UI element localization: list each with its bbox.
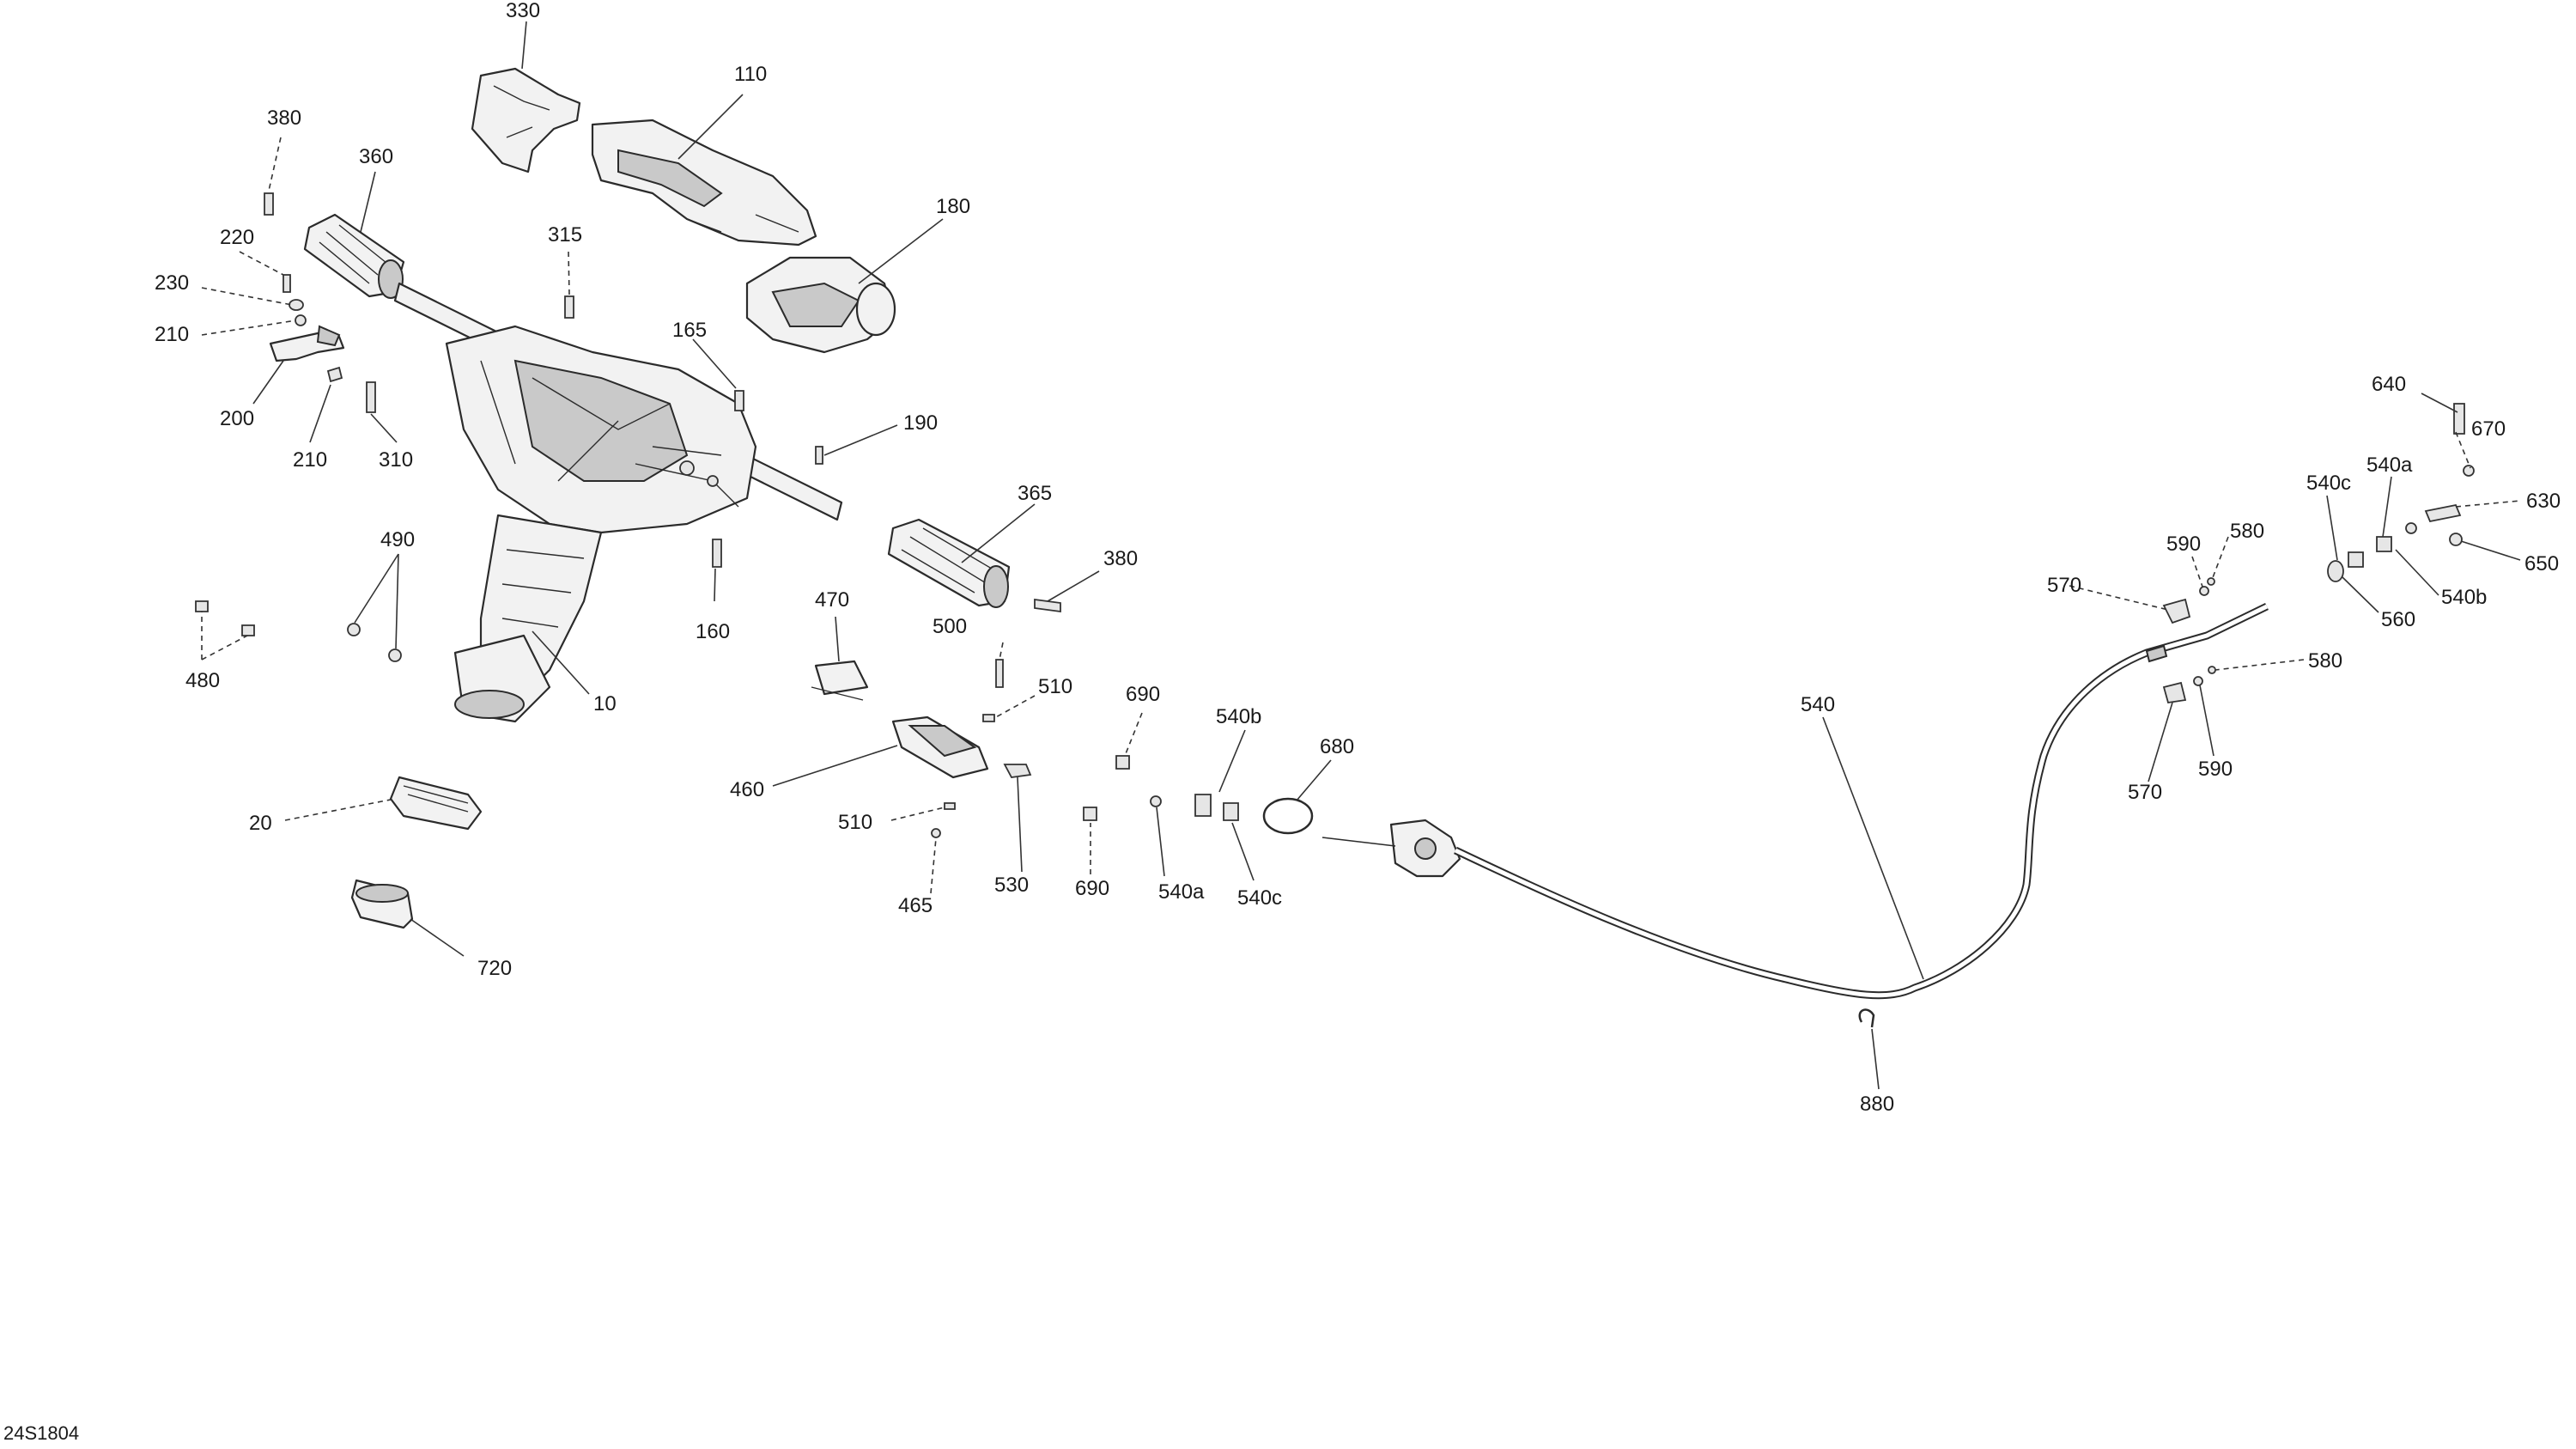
part-630-cable-end bbox=[2424, 503, 2462, 523]
callout-160: 160 bbox=[696, 620, 730, 643]
callout-580: 580 bbox=[2308, 649, 2342, 673]
part-180-handguard-front bbox=[745, 256, 896, 354]
callout-165: 165 bbox=[672, 319, 707, 342]
callout-540c: 540c bbox=[2306, 472, 2351, 495]
part-490-washers bbox=[347, 623, 402, 662]
part-720-ring bbox=[350, 879, 414, 929]
part-315-screw bbox=[564, 295, 574, 319]
part-570-bracket-a bbox=[2162, 598, 2191, 624]
part-530-lever bbox=[1003, 764, 1032, 778]
part-380-screw-b bbox=[1034, 598, 1061, 613]
callout-690: 690 bbox=[1075, 877, 1109, 900]
callout-540b: 540b bbox=[1216, 705, 1261, 728]
callout-10: 10 bbox=[593, 692, 617, 715]
callout-230: 230 bbox=[155, 271, 189, 295]
callout-570: 570 bbox=[2128, 781, 2162, 804]
part-880-clip bbox=[1858, 1008, 1875, 1028]
callout-315: 315 bbox=[548, 223, 582, 247]
callout-210: 210 bbox=[293, 448, 327, 472]
callout-380: 380 bbox=[267, 107, 301, 130]
part-365-grip-right bbox=[887, 518, 1011, 608]
part-360-grip-left bbox=[303, 213, 405, 299]
callout-580: 580 bbox=[2230, 520, 2264, 543]
part-110-handguard-right bbox=[591, 119, 817, 247]
part-380-screw-a bbox=[264, 192, 274, 216]
callout-360: 360 bbox=[359, 145, 393, 168]
callout-190: 190 bbox=[903, 411, 938, 435]
callout-650: 650 bbox=[2524, 552, 2559, 575]
callout-480: 480 bbox=[185, 669, 220, 692]
part-540-bushings-left bbox=[1150, 794, 1239, 821]
callout-880: 880 bbox=[1860, 1093, 1894, 1116]
part-470-bracket bbox=[811, 660, 869, 701]
callout-510: 510 bbox=[838, 811, 872, 834]
callout-590: 590 bbox=[2166, 533, 2201, 556]
part-680-oring bbox=[1262, 797, 1314, 835]
callout-570: 570 bbox=[2047, 574, 2081, 597]
part-670-nut bbox=[2463, 465, 2475, 477]
callout-180: 180 bbox=[936, 195, 970, 218]
part-540-throttle-cable bbox=[1321, 602, 2269, 1000]
callout-110: 110 bbox=[734, 63, 767, 86]
part-560-washer bbox=[2327, 560, 2344, 582]
part-210-clip-b bbox=[326, 366, 343, 383]
part-190-pin bbox=[815, 446, 823, 465]
callout-460: 460 bbox=[730, 778, 764, 801]
callout-500: 500 bbox=[933, 615, 967, 638]
callout-540c: 540c bbox=[1237, 886, 1282, 910]
part-330-handguard-left bbox=[471, 67, 581, 174]
part-200-lever bbox=[269, 325, 345, 362]
part-160-screw bbox=[712, 539, 722, 568]
callout-510: 510 bbox=[1038, 675, 1072, 698]
callout-labels: 330 110 380 360 180 315 220 230 210 165 … bbox=[155, 0, 2561, 1116]
part-480-screws bbox=[195, 600, 255, 636]
part-460-switch bbox=[891, 715, 989, 779]
callout-470: 470 bbox=[815, 588, 849, 612]
callout-210: 210 bbox=[155, 323, 189, 346]
callout-630: 630 bbox=[2526, 490, 2561, 513]
callout-540a: 540a bbox=[2366, 454, 2413, 477]
callout-530: 530 bbox=[994, 874, 1029, 897]
part-165-screw bbox=[734, 390, 744, 411]
part-650-nut bbox=[2449, 533, 2463, 546]
callout-380: 380 bbox=[1103, 547, 1138, 570]
callout-330: 330 bbox=[506, 0, 540, 22]
callout-680: 680 bbox=[1320, 735, 1354, 758]
callout-540: 540 bbox=[1801, 693, 1835, 716]
part-220-screw bbox=[283, 274, 291, 293]
part-20-ring bbox=[389, 776, 483, 831]
callout-640: 640 bbox=[2372, 373, 2406, 396]
leader-lines bbox=[201, 21, 2521, 1090]
callout-465: 465 bbox=[898, 894, 933, 917]
part-310-screw bbox=[366, 381, 376, 413]
callout-310: 310 bbox=[379, 448, 413, 472]
part-230-washer bbox=[289, 299, 304, 311]
part-640-bolt bbox=[2453, 403, 2465, 435]
callout-540a: 540a bbox=[1158, 880, 1205, 904]
callout-365: 365 bbox=[1018, 482, 1052, 505]
part-465-pin bbox=[931, 828, 941, 838]
callout-540b: 540b bbox=[2441, 586, 2487, 609]
part-10-steering-housing bbox=[445, 325, 757, 723]
part-580-590-nuts bbox=[2193, 577, 2216, 686]
callout-20: 20 bbox=[249, 812, 272, 835]
figure-id: 24S1804 bbox=[3, 1422, 80, 1444]
callout-490: 490 bbox=[380, 528, 415, 551]
callout-560: 560 bbox=[2381, 608, 2415, 631]
part-570-bracket-b bbox=[2162, 681, 2187, 704]
callout-220: 220 bbox=[220, 226, 254, 249]
callout-200: 200 bbox=[220, 407, 254, 430]
part-510-springs bbox=[944, 714, 995, 810]
callout-720: 720 bbox=[477, 957, 512, 980]
callout-690: 690 bbox=[1126, 683, 1160, 706]
part-690-screws bbox=[1083, 755, 1130, 821]
callout-590: 590 bbox=[2198, 758, 2233, 781]
part-540-bushings-right bbox=[2348, 522, 2417, 568]
part-210-clip-a bbox=[295, 314, 307, 326]
callout-670: 670 bbox=[2471, 417, 2506, 441]
part-500-screw bbox=[995, 659, 1004, 688]
